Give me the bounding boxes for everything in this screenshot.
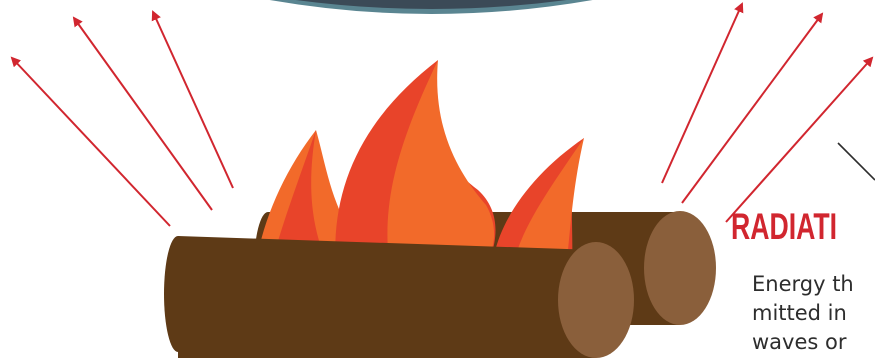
- campfire-icon: [164, 60, 716, 358]
- pot-icon: [238, 0, 624, 14]
- description-line: Energy th: [752, 270, 854, 299]
- description-line: mitted in: [752, 299, 854, 328]
- radiation-description: Energy th mitted in waves or: [752, 270, 854, 357]
- radiation-arrow-icon: [726, 58, 872, 222]
- radiation-heading: RADIATI: [731, 208, 837, 245]
- radiation-arrow-icon: [153, 12, 233, 188]
- radiation-arrow-icon: [682, 14, 822, 203]
- radiation-arrow-icon: [74, 18, 212, 210]
- radiation-arrow-icon: [662, 4, 742, 183]
- front-log: [164, 236, 634, 358]
- radiation-arrow-icon: [12, 58, 170, 226]
- description-line: waves or: [752, 328, 854, 357]
- caption-leader-line: [838, 143, 875, 180]
- flames: [255, 60, 584, 270]
